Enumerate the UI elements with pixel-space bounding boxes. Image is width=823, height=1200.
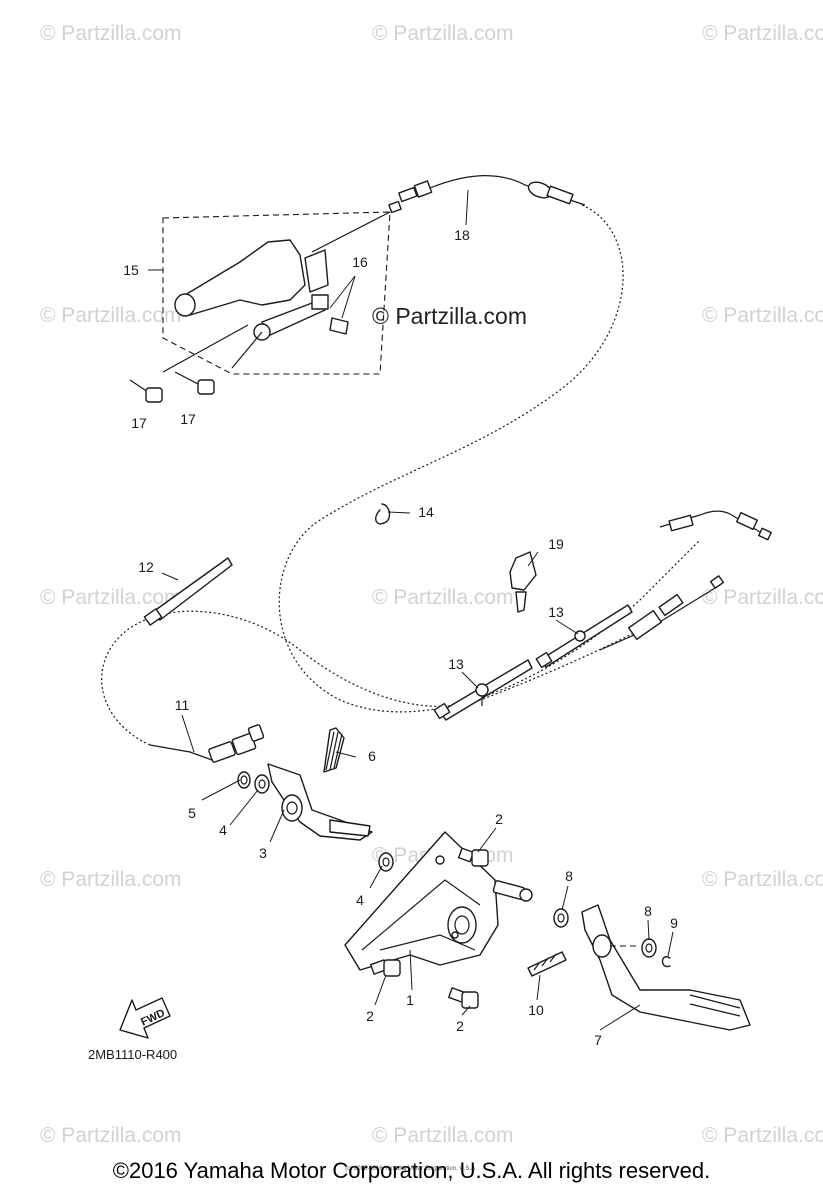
watermark: © Partzilla.com <box>372 1124 514 1147</box>
cable-end-upper <box>388 175 586 214</box>
callout-1: 1 <box>406 992 414 1008</box>
callout-8: 8 <box>565 868 573 884</box>
diagram-code: 2MB1110-R400 <box>88 1047 177 1062</box>
cable-tie-13-upper <box>535 604 633 669</box>
cable-end-right-lower <box>599 575 725 651</box>
bolt-17-left <box>129 324 249 403</box>
callout-3: 3 <box>259 845 267 861</box>
circlip-9 <box>661 956 671 968</box>
pivot-shaft <box>492 880 533 902</box>
callout-5: 5 <box>188 805 196 821</box>
watermark: © Partzilla.com <box>702 1124 823 1147</box>
copyright-footer: ©2016 Yamaha Motor Corporation, U.S.A. A… <box>112 1158 711 1183</box>
callout-10: 10 <box>528 1002 544 1018</box>
washer-8-right <box>641 938 657 958</box>
callout-13: 13 <box>548 604 564 620</box>
watermark-layer: © Partzilla.com © Partzilla.com © Partzi… <box>40 22 823 1147</box>
brake-pedal-7 <box>581 904 751 1031</box>
fwd-arrow: FWD <box>119 997 171 1039</box>
watermark: © Partzilla.com <box>702 22 823 45</box>
bolt-17-right <box>174 331 263 395</box>
watermark: © Partzilla.com <box>372 22 514 45</box>
circlip-5 <box>237 771 251 789</box>
watermark: © Partzilla.com <box>40 22 182 45</box>
washer-4-upper <box>254 774 270 794</box>
washer-8-left <box>553 908 569 928</box>
cable-tie-13-lower <box>433 659 533 721</box>
washer-4-lower <box>378 852 394 872</box>
callout-8: 8 <box>644 903 652 919</box>
bolt-2-right <box>448 987 479 1009</box>
lever-arm-3 <box>267 763 373 841</box>
spring-6 <box>323 727 345 773</box>
watermark: © Partzilla.com <box>40 304 182 327</box>
callout-17: 17 <box>131 415 147 431</box>
tiny-footer: (c) 2005-2016 Yamaha Motor Corporation, … <box>345 1166 477 1172</box>
callout-11: 11 <box>175 697 190 713</box>
watermark: © Partzilla.com <box>40 1124 182 1147</box>
cable-end-11 <box>149 724 265 763</box>
watermark: © Partzilla.com <box>702 304 823 327</box>
callout-6: 6 <box>368 748 376 764</box>
callout-2: 2 <box>495 811 503 827</box>
callout-18: 18 <box>454 227 470 243</box>
callout-12: 12 <box>138 559 154 575</box>
cable-tie-12 <box>143 557 233 626</box>
callout-9: 9 <box>670 915 678 931</box>
watermark: © Partzilla.com <box>40 586 182 609</box>
callout-labels: 1 2 2 2 3 4 4 5 6 7 8 8 9 10 11 12 13 13… <box>123 227 678 1048</box>
callout-15: 15 <box>123 262 139 278</box>
callout-19: 19 <box>548 536 564 552</box>
callout-2: 2 <box>456 1018 464 1034</box>
callout-14: 14 <box>418 504 434 520</box>
callout-4: 4 <box>219 822 227 838</box>
callout-2: 2 <box>366 1008 374 1024</box>
callout-13: 13 <box>448 656 464 672</box>
brake-cable-lower <box>101 610 641 746</box>
callout-16: 16 <box>352 254 368 270</box>
leader-lines <box>148 189 674 1031</box>
cable-end-right <box>659 510 772 541</box>
hand-brake-lever <box>162 211 391 375</box>
clip-14 <box>375 503 391 525</box>
callout-17: 17 <box>180 411 196 427</box>
spring-10 <box>527 951 567 977</box>
clamp-19 <box>509 551 537 613</box>
bolt-2-left <box>370 959 401 977</box>
callout-7: 7 <box>594 1032 602 1048</box>
callout-4: 4 <box>356 892 364 908</box>
watermark: © Partzilla.com <box>372 586 514 609</box>
bolt-2-top <box>457 847 489 867</box>
watermark: © Partzilla.com <box>702 868 823 891</box>
watermark: © Partzilla.com <box>702 586 823 609</box>
watermark: © Partzilla.com <box>40 868 182 891</box>
center-watermark: © Partzilla.com <box>372 303 527 329</box>
